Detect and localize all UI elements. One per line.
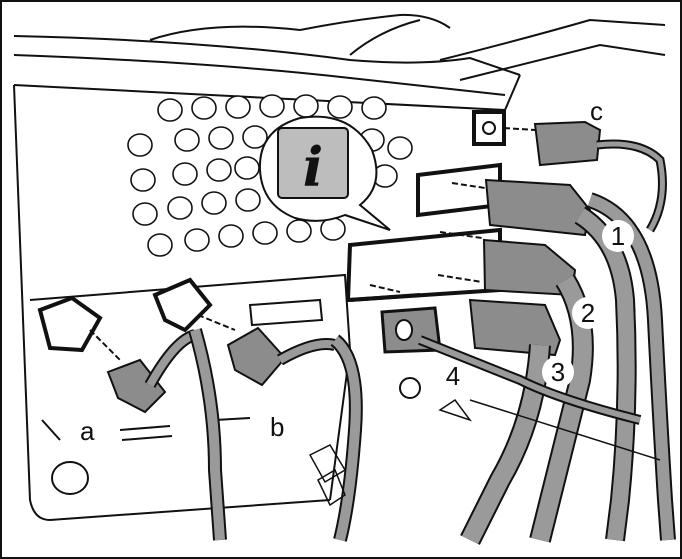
info-icon: i [303,135,324,199]
connector-2 [437,274,562,357]
svg-text:2: 2 [581,298,595,328]
svg-text:3: 3 [551,357,565,387]
connector-c [472,110,667,233]
info-callout: i [258,115,391,231]
svg-text:i: i [303,135,324,199]
label-3: 3 [542,356,574,388]
device-housing [13,13,666,522]
svg-text:a: a [80,416,95,446]
label-b: b [270,412,284,442]
connector-a [37,295,227,541]
label-2: 2 [572,297,604,329]
svg-text:c: c [590,96,603,126]
label-4: 4 [437,360,469,392]
cable-ties [308,398,473,507]
svg-text:1: 1 [611,221,625,251]
vent-holes [127,94,413,257]
label-1: 1 [602,220,634,252]
svg-text:4: 4 [446,361,460,391]
label-a: a [80,416,95,446]
connector-b [152,277,363,542]
svg-text:b: b [270,412,284,442]
label-c: c [590,96,603,126]
